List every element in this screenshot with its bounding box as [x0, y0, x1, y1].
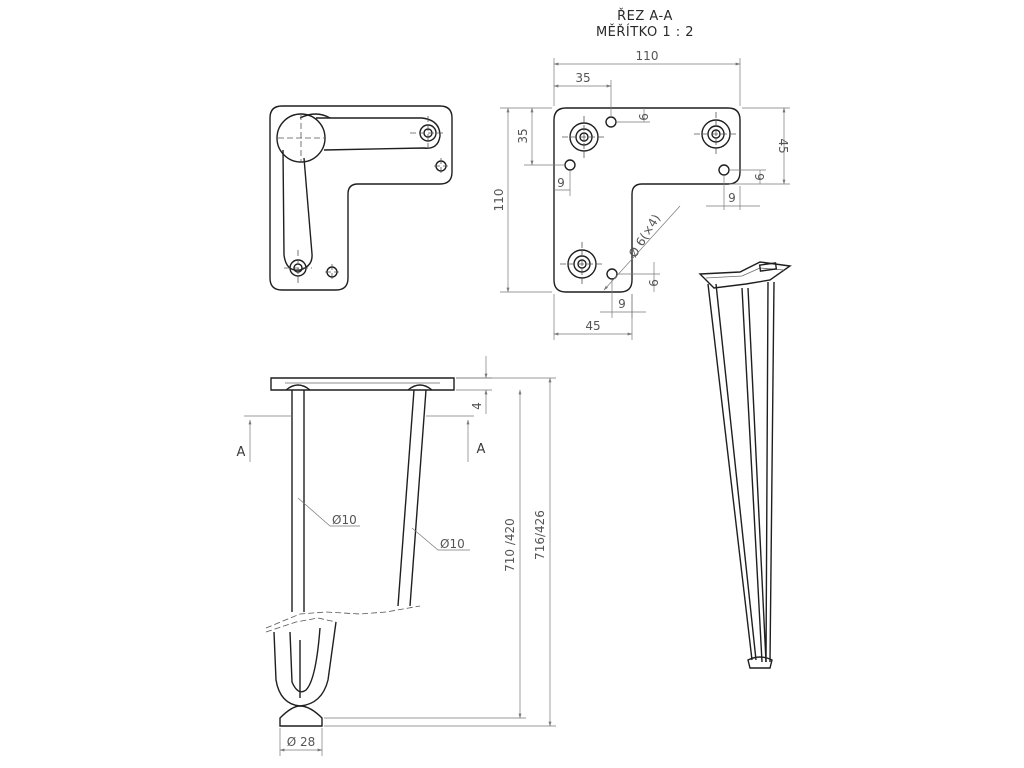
dim-foot: Ø 28: [287, 735, 316, 749]
dim-offset-f: 9: [618, 297, 626, 311]
dim-hole-x: 35: [575, 71, 590, 85]
dim-offset-a: 9: [636, 113, 650, 121]
dim-offset-b: 9: [557, 176, 565, 190]
dim-offset-d: 9: [728, 191, 736, 205]
dim-plate-height: 110: [492, 189, 506, 212]
dim-bottom-hole-x: 45: [585, 319, 600, 333]
dim-plate-width: 110: [636, 49, 659, 63]
section-scale: MĚŘÍTKO 1 : 2: [596, 24, 694, 40]
dim-hole-y: 35: [516, 128, 530, 143]
section-title: ŘEZ A-A: [617, 8, 673, 24]
dim-right-hole-y: 45: [776, 138, 790, 153]
dim-height-b: 716/426: [533, 510, 547, 560]
section-marker-left: A: [237, 445, 246, 460]
front-view: A A 4 Ø10 Ø10 710 /420 716/426 Ø 28: [237, 356, 556, 756]
isometric-view: [698, 261, 792, 669]
dim-offset-e: 9: [646, 279, 660, 287]
top-view: [269, 105, 453, 291]
section-marker-right: A: [477, 442, 486, 457]
dim-plate-thickness: 4: [470, 402, 484, 410]
section-a-a: ŘEZ A-A MĚŘÍTKO 1 : 2 110 35 110: [492, 8, 790, 340]
dim-rod-right: Ø10: [440, 537, 465, 551]
dim-height-a: 710 /420: [503, 518, 517, 572]
dim-rod-left: Ø10: [332, 513, 357, 527]
dim-offset-c: 9: [752, 173, 766, 181]
